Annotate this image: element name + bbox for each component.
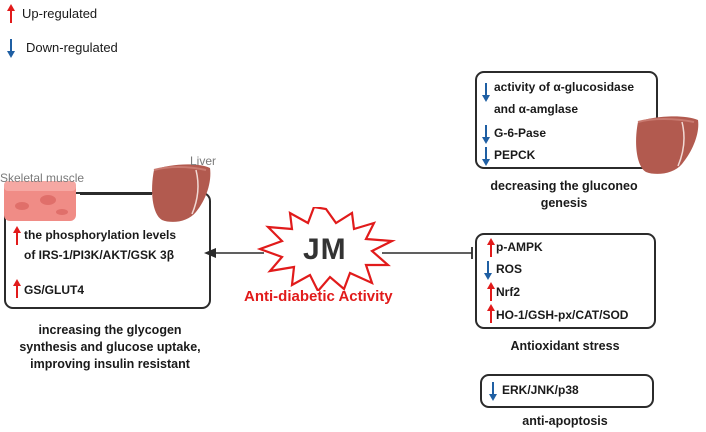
legend-up-label: Up-regulated <box>22 6 98 21</box>
phosphorylation-text-line1: the phosphorylation levels <box>24 228 177 242</box>
gluconeo-caption: decreasing the gluconeo genesis <box>474 178 654 212</box>
liver-label: Liver <box>190 154 217 168</box>
down-arrow-icon <box>488 381 498 401</box>
nrf2-text: Nrf2 <box>496 285 521 299</box>
antioxidant-box <box>475 233 656 329</box>
up-arrow-icon <box>486 238 496 258</box>
erk-jnk-p38-text: ERK/JNK/p38 <box>502 383 579 397</box>
legend-down-label: Down-regulated <box>26 40 118 55</box>
jm-title: JM <box>303 233 347 266</box>
gs-glut4-text: GS/GLUT4 <box>24 283 85 297</box>
down-arrow-icon <box>481 146 491 166</box>
down-arrow-icon <box>481 124 491 144</box>
apoptosis-caption: anti-apoptosis <box>522 414 608 428</box>
left-panel-caption: increasing the glycogen synthesis and gl… <box>10 322 210 373</box>
liver-icon <box>632 112 702 178</box>
caption-line: improving insulin resistant <box>30 357 190 371</box>
skeletal-muscle-icon <box>2 178 78 224</box>
antioxidant-caption: Antioxidant stress <box>510 339 620 353</box>
up-arrow-icon <box>486 304 496 324</box>
ros-text: ROS <box>496 262 523 276</box>
caption-line: synthesis and glucose uptake, <box>19 340 201 354</box>
jm-subtitle: Anti-diabetic Activity <box>244 288 393 305</box>
glucosidase-text: activity of α-glucosidase <box>494 80 635 94</box>
down-arrow-icon <box>483 260 493 280</box>
inhibition-line <box>382 246 474 260</box>
apoptosis-box <box>480 374 654 408</box>
g6pase-text: G-6-Pase <box>494 126 547 140</box>
down-arrow-icon <box>6 38 16 58</box>
jm-to-left-arrow <box>204 245 264 261</box>
liver-icon <box>148 160 214 226</box>
up-arrow-icon <box>486 282 496 302</box>
starburst-icon <box>256 205 397 293</box>
caption-line: decreasing the gluconeo <box>490 179 638 193</box>
up-arrow-icon <box>12 279 22 299</box>
down-arrow-icon <box>481 82 491 102</box>
p-ampk-text: p-AMPK <box>496 240 543 254</box>
pepck-text: PEPCK <box>494 148 536 162</box>
up-arrow-icon <box>6 4 16 24</box>
up-arrow-icon <box>12 226 22 246</box>
phosphorylation-text-line2: of IRS-1/PI3K/AKT/GSK 3β <box>24 248 175 262</box>
gluconeogenesis-box <box>475 71 658 169</box>
caption-line: genesis <box>540 196 588 210</box>
caption-line: increasing the glycogen <box>38 323 182 337</box>
amglase-text: and α-amglase <box>494 102 579 116</box>
organ-connector-line <box>80 193 152 195</box>
antioxidant-enzymes-text: HO-1/GSH-px/CAT/SOD <box>496 308 629 322</box>
skeletal-muscle-label: Skeletal muscle <box>0 171 85 185</box>
